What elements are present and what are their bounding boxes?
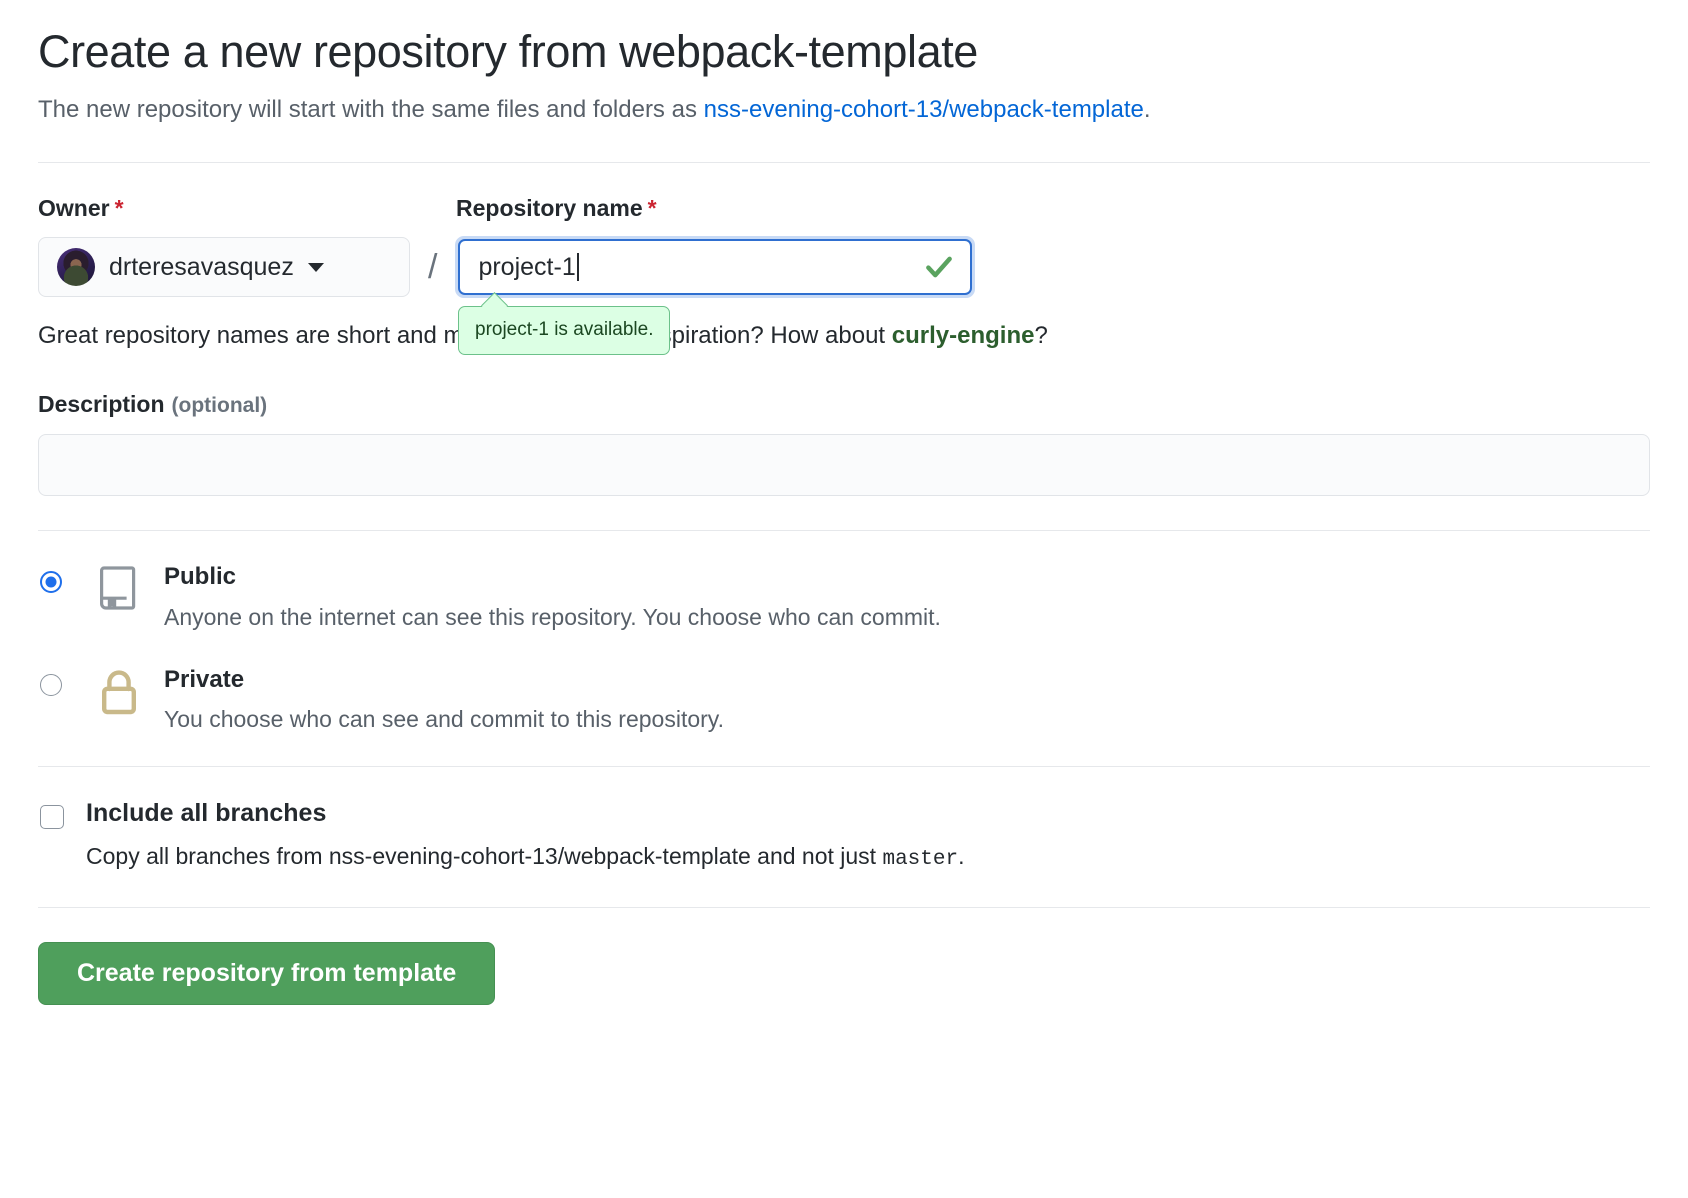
owner-required-marker: *	[114, 195, 124, 222]
owner-repo-separator: /	[428, 248, 438, 287]
repo-name-label-text: Repository name	[456, 195, 643, 222]
owner-label: Owner*	[38, 197, 456, 220]
visibility-private-title: Private	[164, 665, 245, 693]
visibility-section: Public Anyone on the internet can see th…	[38, 531, 1650, 766]
field-labels-row: Owner* Repository name*	[38, 197, 1650, 220]
visibility-option-private[interactable]: Private You choose who can see and commi…	[38, 666, 1650, 734]
divider-branches	[38, 766, 1650, 768]
owner-label-text: Owner	[38, 195, 110, 222]
description-section: Description(optional)	[38, 351, 1650, 497]
description-optional-label: (optional)	[171, 394, 268, 418]
description-label: Description	[38, 391, 165, 418]
repo-name-value: project-1	[478, 252, 576, 281]
repo-name-input[interactable]: project-1	[458, 239, 973, 296]
include-all-branches-text: Include all branches Copy all branches f…	[86, 799, 964, 873]
divider-visibility	[38, 530, 1650, 532]
owner-repo-section: Owner* Repository name* drteresavasquez …	[38, 163, 1650, 530]
include-all-branches-title: Include all branches	[86, 799, 327, 828]
visibility-public-description: Anyone on the internet can see this repo…	[164, 603, 941, 630]
page-title: Create a new repository from webpack-tem…	[38, 26, 978, 77]
repo-name-hint: Great repository names are short and mem…	[38, 306, 1650, 355]
repo-name-label: Repository name*	[456, 197, 657, 220]
checkbox-include-all-branches[interactable]	[40, 805, 64, 830]
branches-default-branch: master	[882, 847, 959, 871]
repo-name-input-focus-ring: project-1	[455, 236, 976, 299]
visibility-public-text: Public Anyone on the internet can see th…	[164, 563, 1650, 631]
availability-tooltip: project-1 is available.	[458, 306, 671, 355]
template-repo-link[interactable]: nss-evening-cohort-13/webpack-template	[703, 95, 1144, 123]
text-cursor	[576, 253, 579, 282]
visibility-public-title: Public	[164, 563, 237, 591]
owner-selected-value: drteresavasquez	[109, 252, 294, 281]
lock-icon	[96, 668, 142, 716]
submit-section: Create repository from template	[38, 908, 1650, 1006]
radio-public[interactable]	[40, 571, 62, 594]
repo-name-suggestion[interactable]: curly-engine	[891, 322, 1035, 350]
chevron-down-icon	[307, 262, 324, 272]
create-repo-page: Create a new repository from webpack-tem…	[0, 0, 1688, 1005]
avatar	[57, 248, 95, 287]
include-all-branches-description: Copy all branches from nss-evening-cohor…	[86, 842, 964, 873]
owner-repo-inputs-row: drteresavasquez / project-1	[38, 236, 1650, 299]
check-icon	[926, 256, 953, 278]
include-all-branches-row[interactable]: Include all branches Copy all branches f…	[38, 799, 1650, 873]
page-subtitle: The new repository will start with the s…	[38, 94, 1650, 126]
branches-desc-after: .	[958, 842, 965, 869]
repo-name-hint-after: ?	[1034, 322, 1048, 350]
branches-section: Include all branches Copy all branches f…	[38, 767, 1650, 907]
description-input[interactable]	[38, 434, 1650, 497]
branches-desc-before: Copy all branches from nss-evening-cohor…	[86, 842, 883, 869]
description-label-row: Description(optional)	[38, 391, 1650, 418]
divider-header	[38, 162, 1650, 164]
visibility-private-description: You choose who can see and commit to thi…	[164, 706, 724, 733]
create-repository-button[interactable]: Create repository from template	[38, 942, 496, 1006]
visibility-option-public[interactable]: Public Anyone on the internet can see th…	[38, 563, 1650, 631]
radio-private[interactable]	[40, 673, 62, 696]
spacer	[38, 496, 1650, 530]
page-subtitle-prefix: The new repository will start with the s…	[38, 95, 704, 123]
owner-dropdown[interactable]: drteresavasquez	[38, 237, 410, 298]
repo-book-icon	[96, 565, 142, 613]
divider-submit	[38, 907, 1650, 909]
visibility-private-text: Private You choose who can see and commi…	[164, 666, 1650, 734]
page-subtitle-suffix: .	[1143, 95, 1151, 123]
repo-name-required-marker: *	[647, 195, 657, 222]
